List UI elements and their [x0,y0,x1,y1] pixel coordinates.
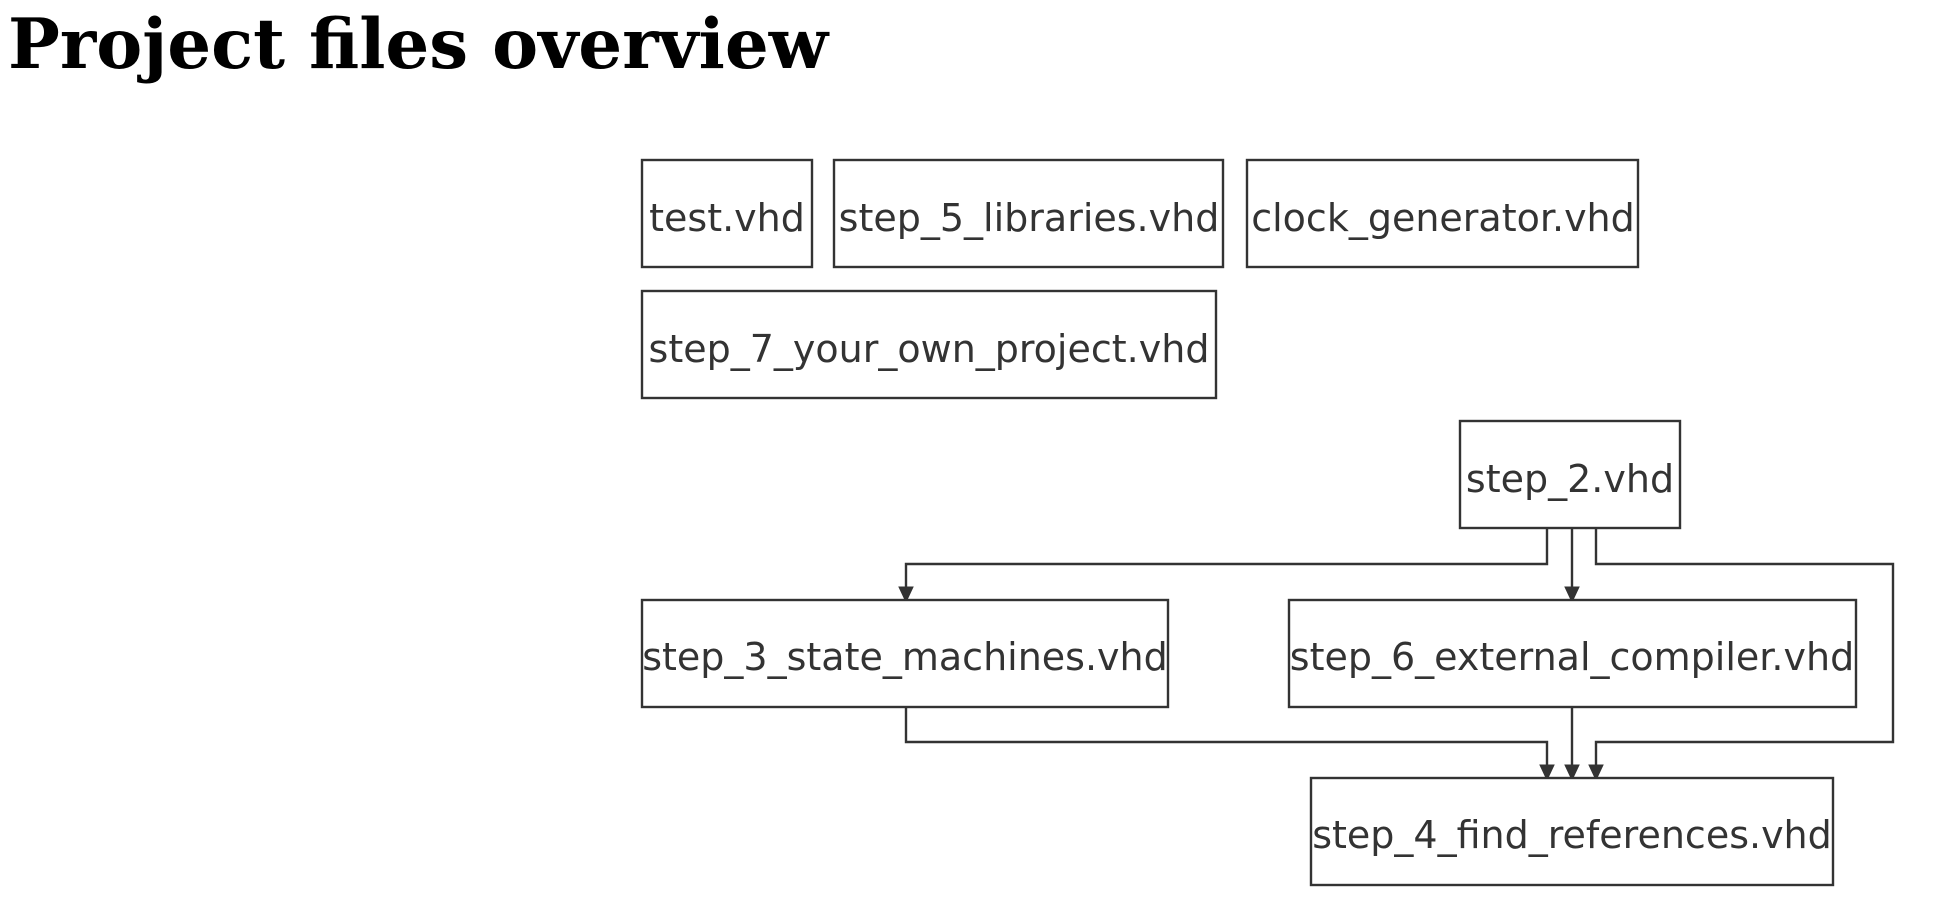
edge-step2-to-step3 [904,529,1549,590]
node-step-2-vhd[interactable]: step_2.vhd [1458,419,1682,530]
node-label: test.vhd [649,196,805,240]
node-label: step_4_find_references.vhd [1312,813,1832,857]
node-label: step_3_state_machines.vhd [642,635,1168,679]
node-test-vhd[interactable]: test.vhd [640,158,814,269]
node-label: step_5_libraries.vhd [839,196,1220,240]
arrowhead-step4-from-step2 [1588,764,1604,782]
arrowhead-step6 [1564,586,1580,604]
node-step-5-libraries-vhd[interactable]: step_5_libraries.vhd [832,158,1225,269]
node-step-3-state-machines-vhd[interactable]: step_3_state_machines.vhd [640,598,1170,709]
node-label: step_7_your_own_project.vhd [649,327,1210,371]
arrowhead-step3 [898,586,914,604]
edge-step3-to-step4 [904,707,1549,768]
node-label: step_6_external_compiler.vhd [1290,635,1854,679]
edge-step2-to-step4 [1594,529,1895,768]
page-title: Project files overview [8,4,829,85]
arrowhead-step4-from-step3 [1539,764,1555,782]
arrowhead-step4-from-step6 [1564,764,1580,782]
node-step-7-your-own-project-vhd[interactable]: step_7_your_own_project.vhd [640,289,1218,400]
node-clock-generator-vhd[interactable]: clock_generator.vhd [1245,158,1640,269]
node-step-6-external-compiler-vhd[interactable]: step_6_external_compiler.vhd [1287,598,1858,709]
node-step-4-find-references-vhd[interactable]: step_4_find_references.vhd [1309,776,1835,887]
node-label: clock_generator.vhd [1251,196,1635,240]
node-label: step_2.vhd [1466,457,1674,501]
diagram-edges [898,529,1895,782]
